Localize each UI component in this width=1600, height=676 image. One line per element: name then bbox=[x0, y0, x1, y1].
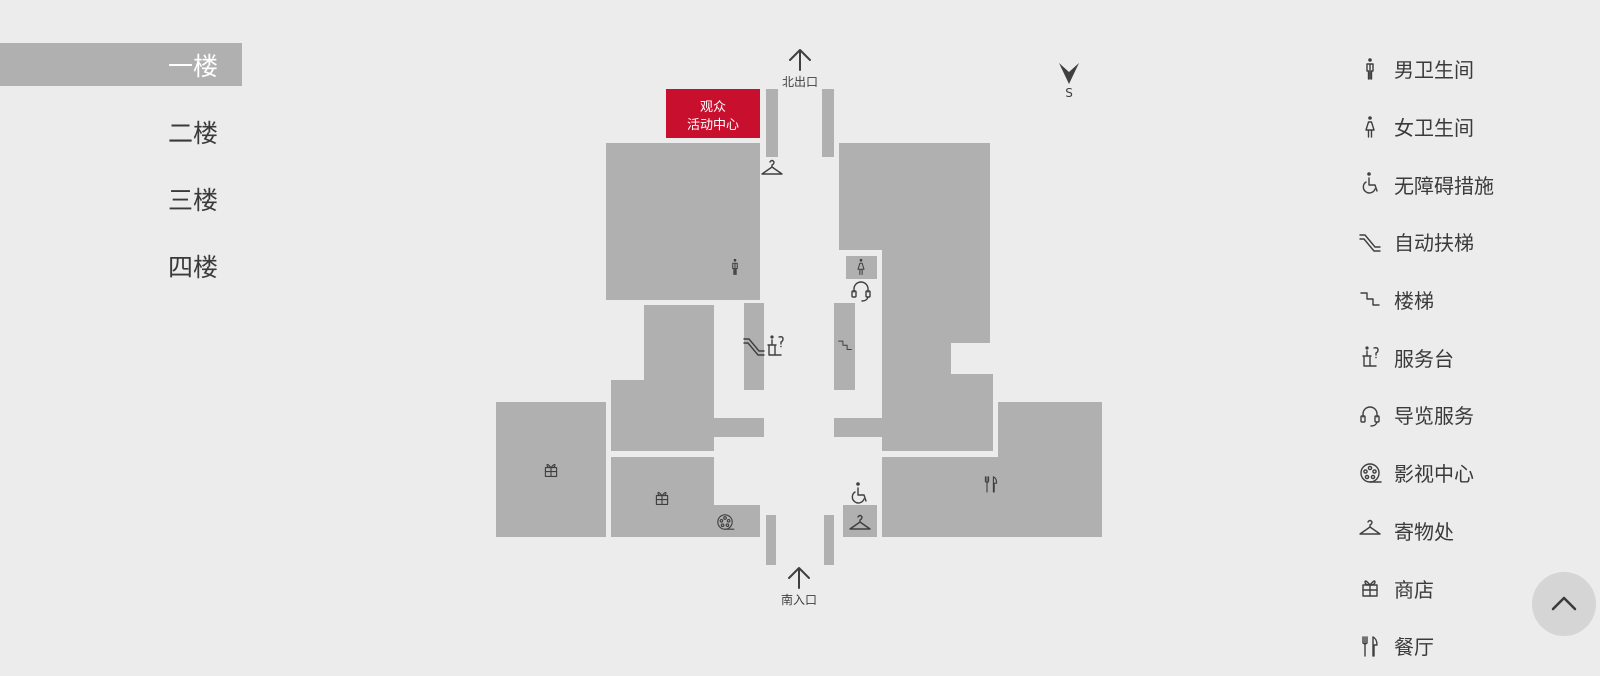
map-hall bbox=[611, 305, 764, 451]
legend-item-audio-guide[interactable]: 导览服务 bbox=[1352, 386, 1494, 444]
accessibility-icon bbox=[1352, 168, 1388, 200]
legend-item-male-restroom[interactable]: 男卫生间 bbox=[1352, 40, 1494, 98]
legend-label: 导览服务 bbox=[1394, 404, 1474, 429]
legend-label: 男卫生间 bbox=[1394, 58, 1474, 83]
legend-item-restaurant[interactable]: 餐厅 bbox=[1352, 617, 1494, 675]
legend-item-stairs[interactable]: 楼梯 bbox=[1352, 271, 1494, 329]
audience-center-line-1: 观众 bbox=[700, 100, 726, 115]
legend-item-escalator[interactable]: 自动扶梯 bbox=[1352, 213, 1494, 271]
audience-activity-center[interactable]: 观众 活动中心 bbox=[666, 89, 760, 138]
audience-center-line-2: 活动中心 bbox=[687, 118, 739, 133]
map-pillar bbox=[766, 515, 776, 565]
legend-label: 影视中心 bbox=[1394, 462, 1474, 487]
legend-item-coat-check[interactable]: 寄物处 bbox=[1352, 502, 1494, 560]
stairs-icon bbox=[1352, 284, 1388, 316]
coat-check-icon bbox=[1352, 514, 1388, 546]
map-pillar bbox=[766, 89, 778, 157]
legend-item-shop[interactable]: 商店 bbox=[1352, 559, 1494, 617]
south-entrance-label: 南入口 bbox=[781, 592, 817, 607]
map-restaurant-block bbox=[882, 402, 1102, 537]
chevron-up-icon bbox=[1551, 596, 1577, 611]
audience-center-block bbox=[666, 89, 760, 138]
floor-tab-4[interactable]: 四楼 bbox=[167, 252, 218, 282]
map-film-block bbox=[691, 505, 760, 537]
audio-guide-icon bbox=[1352, 399, 1388, 431]
north-exit-label: 北出口 bbox=[782, 75, 818, 89]
legend-label: 无障碍措施 bbox=[1394, 173, 1494, 198]
legend-label: 商店 bbox=[1394, 577, 1434, 602]
female-restroom-icon bbox=[1352, 111, 1388, 143]
service-desk-icon bbox=[1352, 341, 1388, 373]
legend-item-female-restroom[interactable]: 女卫生间 bbox=[1352, 98, 1494, 156]
film-reel-icon bbox=[1352, 457, 1388, 489]
male-restroom-icon bbox=[1352, 53, 1388, 85]
service-desk-icon[interactable] bbox=[767, 334, 784, 356]
restaurant-icon bbox=[1352, 630, 1388, 662]
legend-label: 自动扶梯 bbox=[1394, 231, 1474, 256]
map-restroom-block bbox=[846, 256, 877, 279]
accessibility-icon[interactable] bbox=[851, 481, 867, 504]
floor-tab-3[interactable]: 三楼 bbox=[167, 185, 218, 215]
escalator-icon bbox=[1352, 226, 1388, 258]
floor-selector: 一楼 二楼 三楼 四楼 bbox=[0, 43, 242, 311]
map-pillar bbox=[824, 515, 834, 565]
floor-tab-1[interactable]: 一楼 bbox=[0, 43, 242, 86]
compass-icon bbox=[1059, 63, 1079, 84]
coat-check-icon[interactable] bbox=[761, 159, 783, 175]
back-to-top-button[interactable] bbox=[1532, 572, 1596, 636]
legend-item-service-desk[interactable]: 服务台 bbox=[1352, 328, 1494, 386]
legend-item-film-center[interactable]: 影视中心 bbox=[1352, 444, 1494, 502]
legend-label: 寄物处 bbox=[1394, 519, 1454, 544]
map-stairs-block bbox=[834, 303, 855, 390]
south-arrow-icon bbox=[788, 567, 810, 589]
legend-label: 服务台 bbox=[1394, 346, 1454, 371]
compass-label: S bbox=[1065, 86, 1073, 100]
north-arrow-icon bbox=[789, 49, 811, 71]
legend-label: 女卫生间 bbox=[1394, 116, 1474, 141]
map-legend: 男卫生间 女卫生间 无障碍措施 自动扶梯 楼梯 服务台 导览服务 影视中心 寄物… bbox=[1352, 40, 1494, 675]
legend-item-accessibility[interactable]: 无障碍措施 bbox=[1352, 155, 1494, 213]
legend-label: 楼梯 bbox=[1394, 289, 1434, 314]
map-hall bbox=[834, 143, 993, 451]
map-pillar bbox=[822, 89, 834, 157]
audio-guide-icon[interactable] bbox=[851, 281, 871, 302]
legend-label: 餐厅 bbox=[1394, 635, 1434, 660]
floor-tab-2[interactable]: 二楼 bbox=[167, 118, 218, 148]
map-escalator-block bbox=[744, 303, 764, 390]
shop-icon bbox=[1352, 572, 1388, 604]
